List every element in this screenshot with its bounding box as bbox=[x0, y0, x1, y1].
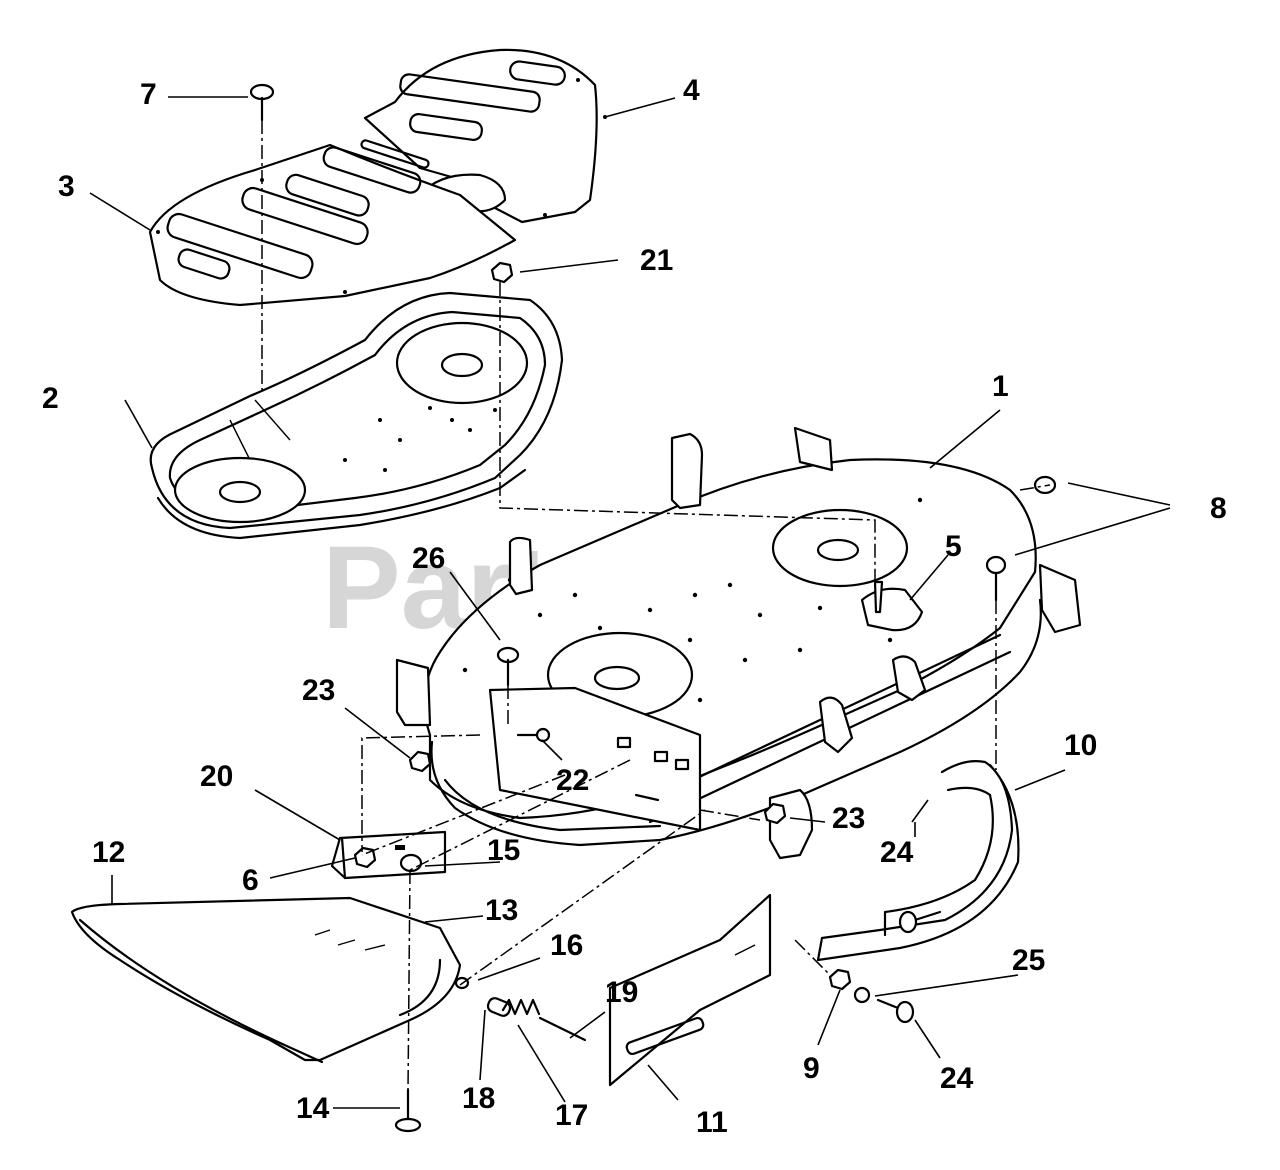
callout-15: 15 bbox=[487, 834, 520, 867]
callout-6: 6 bbox=[242, 864, 259, 897]
callout-22: 22 bbox=[556, 764, 589, 797]
callout-19: 19 bbox=[605, 976, 638, 1009]
callout-7: 7 bbox=[140, 78, 157, 111]
leader-lines bbox=[89, 96, 1171, 1109]
callout-20: 20 bbox=[200, 760, 233, 793]
callout-24a: 24 bbox=[880, 836, 914, 869]
callout-2: 2 bbox=[42, 382, 59, 415]
callout-8: 8 bbox=[1210, 492, 1227, 525]
callout-24b: 24 bbox=[940, 1062, 974, 1095]
callout-21: 21 bbox=[640, 244, 673, 277]
part-5-bracket bbox=[860, 580, 924, 632]
callout-23a: 23 bbox=[302, 674, 335, 707]
callout-9: 9 bbox=[803, 1052, 820, 1085]
assembly-lines bbox=[261, 120, 1051, 1091]
callout-25: 25 bbox=[1012, 944, 1045, 977]
callout-14: 14 bbox=[296, 1092, 330, 1125]
callout-23b: 23 bbox=[832, 802, 865, 835]
callout-4: 4 bbox=[683, 74, 700, 107]
callout-17: 17 bbox=[555, 1099, 588, 1132]
part-4-upper-belt-cover bbox=[363, 48, 607, 224]
callout-labels: 1 2 3 4 5 6 7 8 9 10 11 12 13 14 15 16 1… bbox=[42, 74, 1227, 1139]
part-1-mower-deck bbox=[395, 426, 1082, 860]
callout-16: 16 bbox=[550, 929, 583, 962]
part-11-front-baffle bbox=[608, 893, 772, 1087]
part-12-discharge-chute bbox=[70, 896, 462, 1064]
callout-18: 18 bbox=[462, 1082, 495, 1115]
callout-26: 26 bbox=[412, 542, 445, 575]
callout-11: 11 bbox=[696, 1106, 728, 1139]
callout-1: 1 bbox=[992, 370, 1009, 403]
callout-3: 3 bbox=[58, 170, 75, 203]
part-10-rear-baffle bbox=[816, 760, 1020, 962]
part-20-cover-plate bbox=[330, 830, 447, 880]
callout-13: 13 bbox=[485, 894, 518, 927]
hardware bbox=[249, 83, 1057, 1133]
callout-10: 10 bbox=[1064, 729, 1097, 762]
part-3-lower-belt-cover bbox=[148, 139, 517, 307]
callout-5: 5 bbox=[945, 530, 962, 563]
part-2-belt-shield bbox=[149, 291, 564, 540]
callout-12: 12 bbox=[92, 836, 125, 869]
